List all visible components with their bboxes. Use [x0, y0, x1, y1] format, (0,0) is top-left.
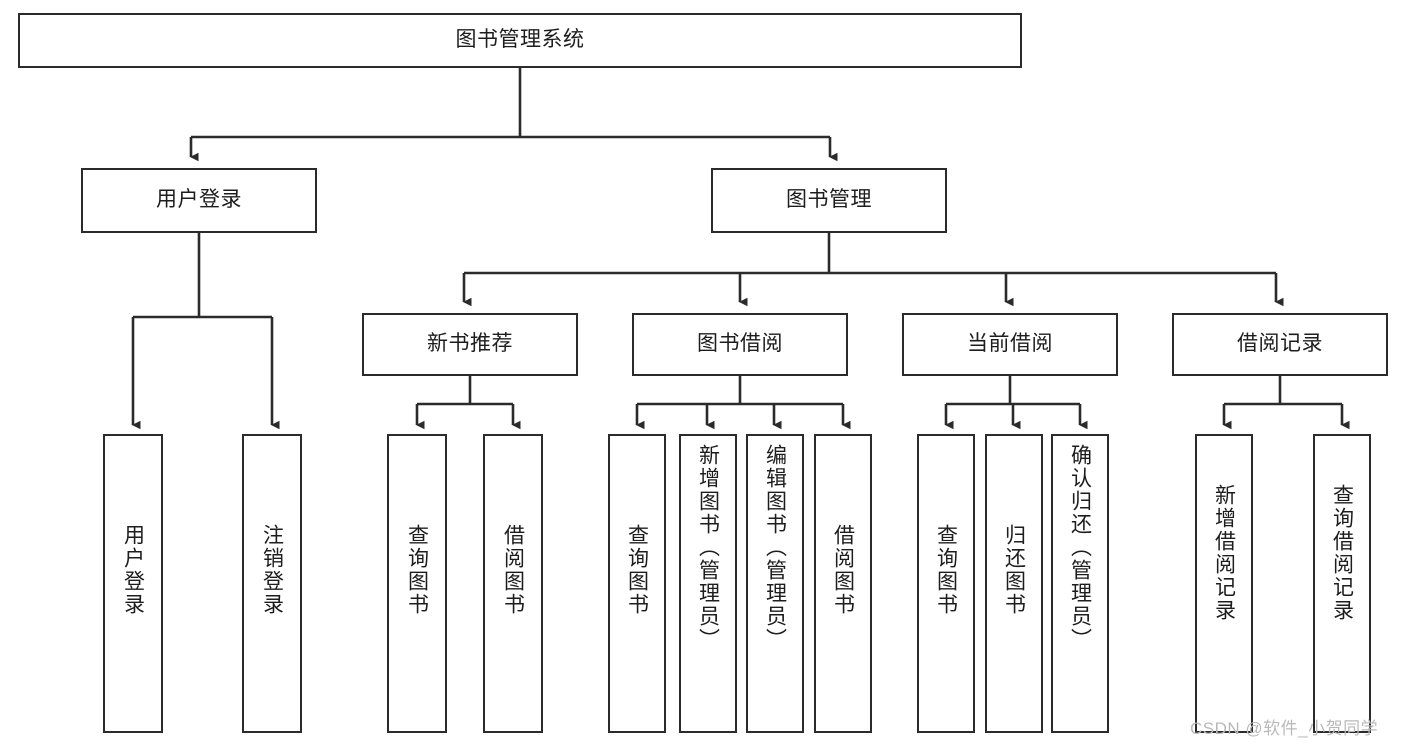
- node-leaf-user-login[interactable]: 用户登录: [103, 434, 163, 733]
- node-leaf-query-borrow-record-label: 查询借阅记录: [1330, 484, 1354, 622]
- node-leaf-borrow-book-1[interactable]: 借阅图书: [483, 434, 543, 733]
- node-leaf-query-book-3[interactable]: 查询图书: [917, 434, 975, 733]
- node-new-book-recommend-label: 新书推荐: [427, 332, 513, 356]
- node-leaf-add-book-admin-label: 新增图书（管理员）: [696, 444, 720, 651]
- node-leaf-return-book[interactable]: 归还图书: [985, 434, 1043, 733]
- node-root-label: 图书管理系统: [455, 28, 585, 52]
- node-user-login[interactable]: 用户登录: [81, 168, 317, 233]
- node-leaf-add-borrow-record[interactable]: 新增借阅记录: [1195, 434, 1253, 733]
- node-leaf-query-book-1-label: 查询图书: [405, 524, 429, 616]
- node-leaf-query-book-2-label: 查询图书: [625, 524, 649, 616]
- node-leaf-user-login-label: 用户登录: [121, 524, 145, 616]
- node-book-borrow[interactable]: 图书借阅: [632, 313, 848, 376]
- node-leaf-return-book-label: 归还图书: [1002, 524, 1026, 616]
- node-leaf-query-book-2[interactable]: 查询图书: [608, 434, 666, 733]
- node-leaf-borrow-book-2[interactable]: 借阅图书: [814, 434, 872, 733]
- node-root[interactable]: 图书管理系统: [18, 13, 1022, 68]
- node-book-borrow-label: 图书借阅: [697, 332, 783, 356]
- node-leaf-confirm-return-admin[interactable]: 确认归还（管理员）: [1051, 434, 1109, 733]
- node-leaf-query-borrow-record[interactable]: 查询借阅记录: [1313, 434, 1371, 733]
- node-borrow-record[interactable]: 借阅记录: [1172, 313, 1388, 376]
- node-leaf-borrow-book-1-label: 借阅图书: [501, 524, 525, 616]
- node-user-login-label: 用户登录: [156, 188, 242, 212]
- node-leaf-logout-login[interactable]: 注销登录: [242, 434, 302, 733]
- node-leaf-edit-book-admin-label: 编辑图书（管理员）: [763, 444, 787, 651]
- node-new-book-recommend[interactable]: 新书推荐: [362, 313, 578, 376]
- node-borrow-record-label: 借阅记录: [1237, 332, 1323, 356]
- node-leaf-borrow-book-2-label: 借阅图书: [831, 524, 855, 616]
- node-leaf-query-book-3-label: 查询图书: [934, 524, 958, 616]
- csdn-watermark: CSDN @软件_小贺同学: [1190, 719, 1379, 738]
- node-leaf-edit-book-admin[interactable]: 编辑图书（管理员）: [746, 434, 804, 733]
- node-current-borrow-label: 当前借阅: [967, 332, 1053, 356]
- node-leaf-logout-login-label: 注销登录: [260, 524, 284, 616]
- node-book-management[interactable]: 图书管理: [711, 168, 947, 233]
- node-book-management-label: 图书管理: [786, 188, 872, 212]
- node-leaf-add-book-admin[interactable]: 新增图书（管理员）: [679, 434, 737, 733]
- node-leaf-add-borrow-record-label: 新增借阅记录: [1212, 484, 1236, 622]
- node-current-borrow[interactable]: 当前借阅: [902, 313, 1118, 376]
- node-leaf-query-book-1[interactable]: 查询图书: [387, 434, 447, 733]
- node-leaf-confirm-return-admin-label: 确认归还（管理员）: [1068, 444, 1092, 651]
